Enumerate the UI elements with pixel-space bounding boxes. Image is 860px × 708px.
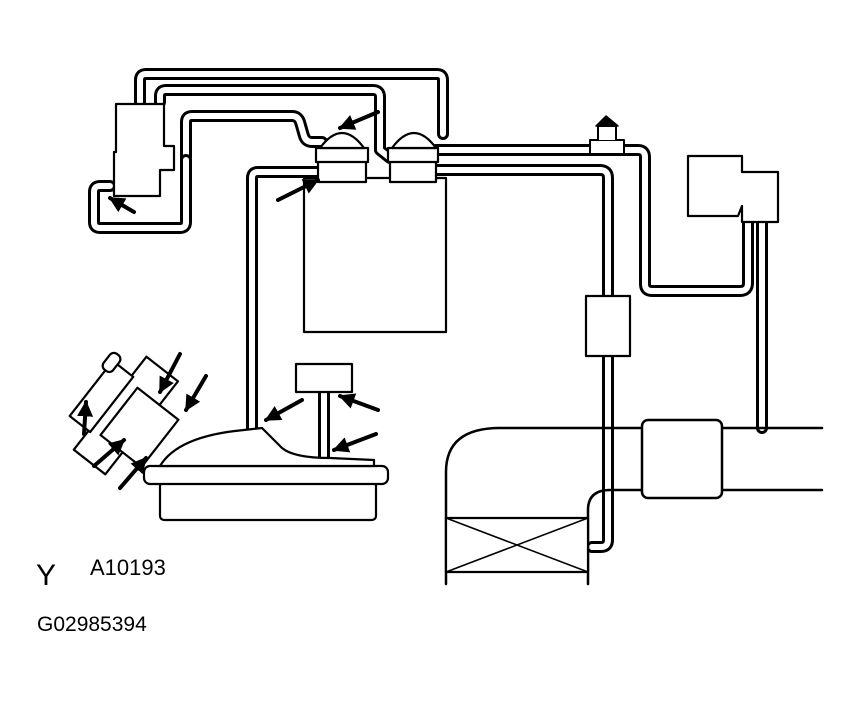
canister-dome-right	[390, 132, 438, 150]
hose-inner-loop	[154, 84, 396, 164]
document-code-label: G02985394	[37, 613, 147, 636]
figure-code-label: A10193	[90, 555, 166, 580]
throttle-body	[142, 362, 390, 522]
tee-fitting	[584, 294, 632, 358]
pressure-sensor	[686, 154, 780, 224]
hose-canister-to-throttle	[246, 166, 324, 434]
hose-to-pressure-sensor	[430, 144, 754, 297]
hose-canister-to-tee	[430, 164, 614, 301]
charcoal-canister	[302, 176, 448, 334]
hose-tee-to-intake	[586, 349, 614, 553]
hose-lower-left-loop	[88, 154, 192, 234]
intake-duct	[444, 426, 824, 586]
air-flow-meter	[640, 418, 724, 500]
check-valve	[589, 115, 625, 155]
view-letter-label: Y	[36, 559, 57, 592]
hose-dome-left	[180, 110, 328, 166]
canister-dome-left	[318, 132, 366, 150]
indicator-arrows	[77, 110, 380, 490]
vsv-left	[112, 102, 176, 198]
hose-top-loop	[134, 68, 449, 140]
